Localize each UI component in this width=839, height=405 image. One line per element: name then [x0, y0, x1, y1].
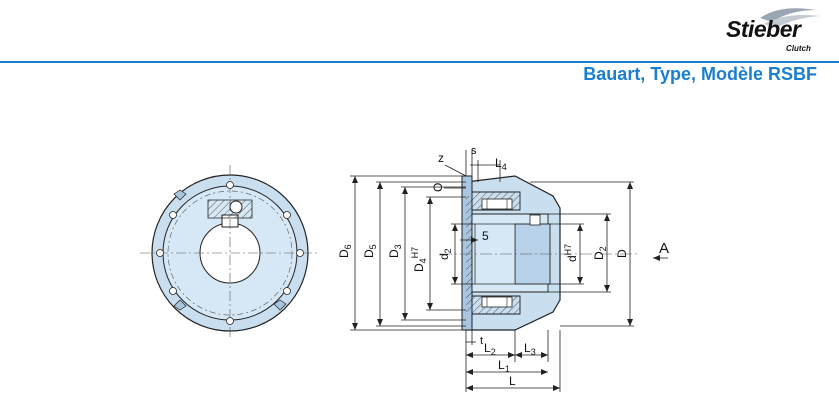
label-l2: L2 — [484, 341, 496, 357]
label-d4: D4H7 — [410, 247, 428, 272]
dimension-lines — [350, 150, 668, 392]
page-title: Bauart, Type, Modèle RSBF — [583, 64, 817, 84]
label-l4: L4 — [495, 156, 507, 172]
section-view — [440, 175, 640, 331]
label-a: A — [659, 240, 669, 257]
front-view — [140, 165, 320, 340]
label-d2-left: d2 — [437, 248, 453, 260]
label-d-main: dH7 — [563, 244, 579, 262]
label-o: O — [431, 183, 445, 192]
logo-swoosh-icon — [760, 8, 820, 28]
bottom-bearing — [481, 296, 513, 308]
header-rule — [0, 61, 839, 63]
label-d5: D5 — [362, 244, 378, 258]
key-slot — [529, 214, 541, 226]
logo-sub: Clutch — [786, 44, 811, 53]
label-t: t — [480, 335, 483, 347]
label-l: L — [509, 374, 516, 388]
label-d: D — [615, 249, 629, 258]
label-z: z — [438, 151, 444, 165]
stieber-logo: Stieber Clutch — [720, 4, 830, 60]
label-d3: D3 — [387, 244, 403, 258]
label-d2: D2 — [592, 246, 608, 260]
label-d6: D6 — [337, 244, 353, 258]
label-l3: L3 — [524, 341, 536, 357]
top-bearing — [481, 198, 513, 210]
label-five: 5 — [482, 229, 489, 243]
dimension-arrows — [352, 176, 660, 391]
sprag-icon — [229, 200, 243, 214]
dimension-labels: D6 D5 D3 D4H7 d2 5 z s L4 O t L2 L3 L1 L… — [337, 145, 669, 388]
bolt-holes — [156, 181, 304, 325]
logo-word: Stieber — [726, 16, 801, 42]
label-l1: L1 — [498, 358, 510, 374]
label-s: s — [471, 145, 477, 157]
